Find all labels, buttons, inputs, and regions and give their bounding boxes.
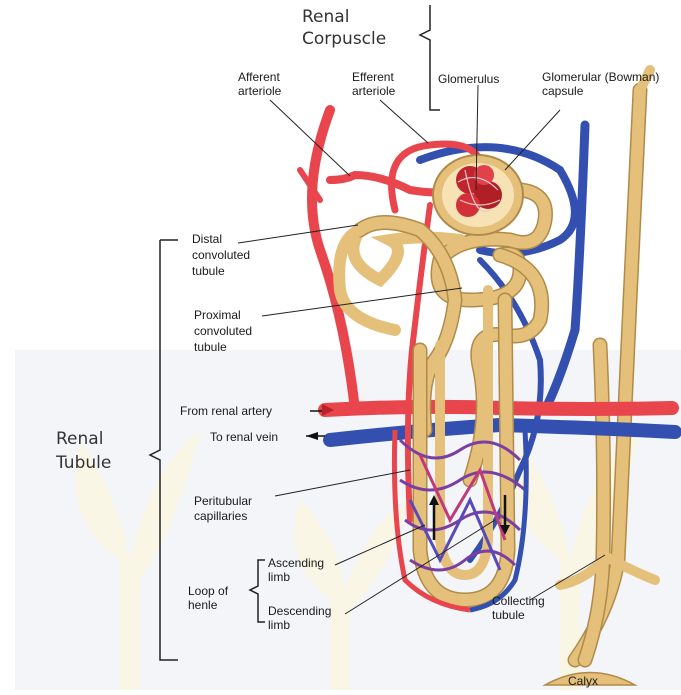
label-efferent-1: Efferent bbox=[352, 70, 394, 84]
label-ascending-1: Ascending bbox=[268, 556, 324, 570]
heading-renal-tubule-2: Tubule bbox=[56, 452, 111, 474]
label-distal-1: Distal bbox=[192, 232, 222, 246]
label-afferent-1: Afferent bbox=[238, 70, 280, 84]
label-peritubular-1: Peritubular bbox=[194, 494, 252, 508]
label-peritubular-2: capillaries bbox=[194, 509, 247, 523]
label-from-renal-artery: From renal artery bbox=[180, 404, 272, 418]
label-glomerulus: Glomerulus bbox=[438, 72, 499, 86]
label-loop-1: Loop of bbox=[188, 584, 228, 598]
label-proximal-2: convoluted bbox=[194, 324, 252, 338]
label-collecting-1: Collecting bbox=[492, 594, 545, 608]
label-calyx: Calyx bbox=[568, 674, 598, 688]
label-bowman-1: Glomerular (Bowman) bbox=[542, 70, 659, 84]
renal-corpuscle bbox=[433, 155, 523, 235]
heading-renal-tubule-1: Renal bbox=[56, 428, 103, 450]
label-to-renal-vein: To renal vein bbox=[210, 430, 278, 444]
label-proximal-3: tubule bbox=[194, 340, 227, 354]
label-descending-2: limb bbox=[268, 618, 290, 632]
label-efferent-2: arteriole bbox=[352, 84, 395, 98]
label-proximal-1: Proximal bbox=[194, 308, 241, 322]
label-ascending-2: limb bbox=[268, 570, 290, 584]
label-distal-3: tubule bbox=[192, 264, 225, 278]
label-distal-2: convoluted bbox=[192, 248, 250, 262]
heading-renal-corpuscle-1: Renal bbox=[302, 6, 349, 28]
label-loop-2: henle bbox=[188, 598, 217, 612]
label-afferent-2: arteriole bbox=[238, 84, 281, 98]
label-bowman-2: capsule bbox=[542, 84, 583, 98]
label-collecting-2: tubule bbox=[492, 608, 525, 622]
label-descending-1: Descending bbox=[268, 604, 331, 618]
heading-renal-corpuscle-2: Corpuscle bbox=[302, 28, 386, 50]
